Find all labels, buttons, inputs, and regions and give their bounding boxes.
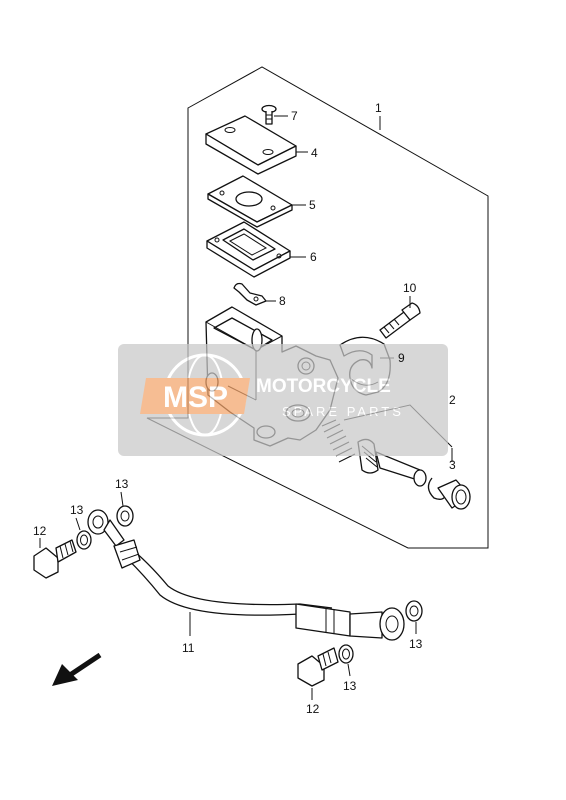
part-3-circlip	[427, 477, 471, 510]
callout-13-d: 13	[343, 679, 357, 693]
callout-12-lower: 12	[306, 702, 320, 716]
part-11-hose	[87, 509, 405, 641]
callout-11: 11	[182, 641, 195, 655]
part-4-cap	[205, 115, 297, 175]
assembly-frame	[146, 66, 489, 549]
part-13-washer-c	[405, 600, 423, 622]
front-arrow-icon	[52, 652, 102, 686]
part-12-bolt-lower	[297, 647, 339, 687]
callout-5: 5	[309, 198, 316, 212]
watermark-title: MOTORCYCLE	[256, 376, 391, 397]
callout-13-c: 13	[409, 637, 423, 651]
watermark-logo: MSP	[163, 381, 228, 414]
callout-7: 7	[291, 109, 298, 123]
part-13-washer-d	[338, 644, 354, 664]
part-5-plate	[207, 175, 293, 228]
callout-10: 10	[403, 281, 417, 295]
watermark: MSP MOTORCYCLE SPARE PARTS	[118, 344, 448, 456]
callout-13-a: 13	[115, 477, 129, 491]
callout-6: 6	[310, 250, 317, 264]
callout-1: 1	[375, 101, 382, 115]
callout-13-b: 13	[70, 503, 84, 517]
part-13-washer-b	[116, 505, 134, 527]
part-10-bolt	[379, 302, 421, 339]
callout-3: 3	[449, 458, 456, 472]
callout-4: 4	[311, 146, 318, 160]
part-12-bolt-upper	[33, 539, 77, 579]
callout-8: 8	[279, 294, 286, 308]
callout-9: 9	[398, 351, 405, 365]
part-6-diaphragm	[206, 221, 291, 278]
watermark-subtitle: SPARE PARTS	[282, 404, 404, 419]
part-7-screw	[261, 104, 277, 125]
callout-12-upper: 12	[33, 524, 47, 538]
part-8-clip	[233, 282, 267, 306]
callout-2: 2	[449, 393, 456, 407]
part-13-washer-a	[76, 530, 92, 550]
callout-labels: 1 2 3 4 5 6 7 8 9 10 11 12 12 13 13 13 1…	[33, 101, 456, 716]
